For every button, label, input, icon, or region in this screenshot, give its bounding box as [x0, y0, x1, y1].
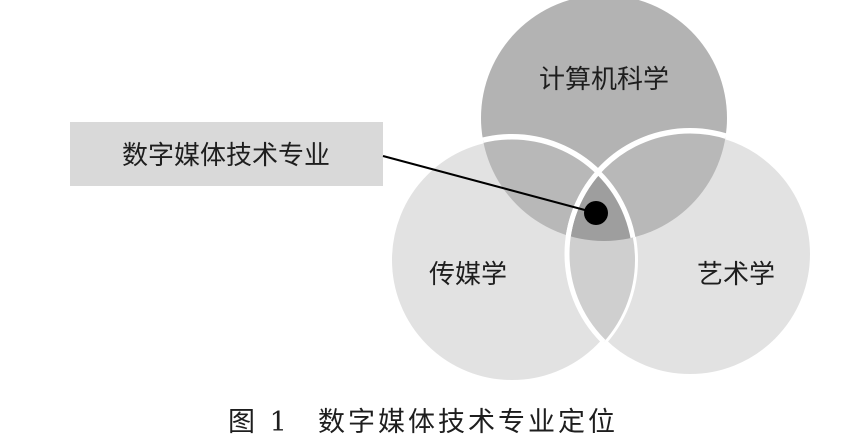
art-circle-edge [564, 137, 635, 380]
callout-marker-dot [584, 201, 608, 225]
media-cs-overlap [481, 137, 635, 241]
art-circle-edge-top [564, 128, 727, 241]
callout-leader-line [382, 155, 597, 214]
computer-science-label: 计算机科学 [539, 65, 669, 95]
media-label: 传媒学 [429, 260, 507, 290]
art-cs-overlap [567, 131, 727, 241]
figure-caption: 数字媒体技术专业定位 [318, 407, 618, 438]
callout-box [70, 122, 383, 186]
media-circle-edge [481, 134, 638, 241]
callout-label: 数字媒体技术专业 [122, 141, 330, 171]
art-label: 艺术学 [697, 260, 775, 290]
figure-number: 图 1 [228, 407, 290, 438]
